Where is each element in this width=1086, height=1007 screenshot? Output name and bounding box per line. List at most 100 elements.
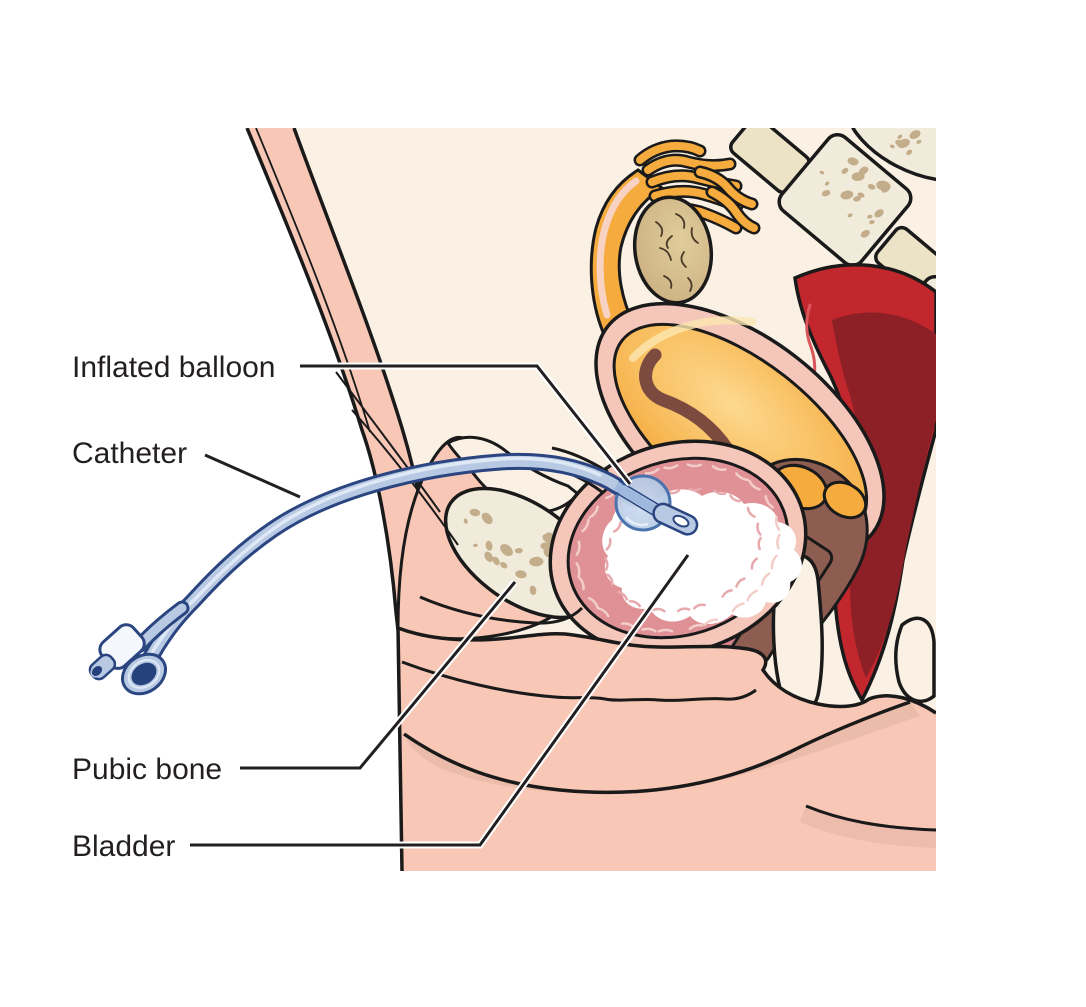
- bladder-ruga: [663, 464, 679, 470]
- ovary-texture: [655, 213, 699, 292]
- bone-speckle: [916, 139, 922, 144]
- bladder-ruga: [713, 489, 727, 496]
- bone-speckle: [500, 562, 508, 569]
- bladder-ruga: [628, 600, 641, 608]
- balloon-highlight: [625, 516, 649, 527]
- bladder-ruga: [776, 533, 781, 550]
- bladder-ruga: [575, 540, 581, 556]
- bladder-ruga: [605, 537, 612, 551]
- bone-speckle: [500, 544, 513, 557]
- bone-speckle: [469, 508, 481, 517]
- fimbria: [636, 141, 704, 164]
- leader-inflated-balloon: [300, 364, 632, 485]
- inflated-balloon-outline: [614, 474, 672, 532]
- bone-speckle: [529, 556, 544, 567]
- leader-catheter: [204, 453, 301, 499]
- label-catheter: Catheter: [72, 437, 187, 470]
- bone-speckle: [889, 144, 895, 149]
- bladder-ruga: [735, 577, 746, 588]
- bone-speckle: [463, 518, 468, 524]
- bladder-ruga: [735, 472, 749, 482]
- bladder-ruga: [606, 573, 614, 586]
- uterus-sheen: [629, 316, 756, 362]
- bladder-ruga: [750, 557, 759, 570]
- leader-bladder: [190, 554, 690, 847]
- flesh-left-edge: [396, 627, 404, 871]
- bladder-ruga: [641, 627, 657, 633]
- bone-speckle: [858, 166, 869, 175]
- bone-speckle: [874, 209, 884, 218]
- bladder-ruga: [774, 515, 781, 531]
- fimbria: [696, 168, 756, 208]
- catheter-sheen: [149, 456, 602, 656]
- fascia-line: [255, 128, 371, 433]
- bladder-ruga: [746, 589, 759, 602]
- bladder-ruga: [688, 623, 704, 630]
- buttock-crease: [805, 804, 936, 832]
- bone-speckle: [867, 184, 876, 190]
- skin-fold: [401, 660, 757, 702]
- bone-speckle: [481, 512, 493, 525]
- label-bladder: Bladder: [72, 830, 175, 863]
- pelvic-floor: [894, 616, 936, 703]
- bone-speckle: [492, 556, 500, 566]
- bone-speckle: [484, 551, 494, 562]
- bladder-ruga: [756, 522, 762, 536]
- bone-speckle: [895, 139, 904, 147]
- bone-speckle: [514, 547, 523, 554]
- bone-speckle: [841, 167, 849, 174]
- flesh-top-outline: [397, 626, 936, 715]
- bladder-ruga: [604, 557, 609, 571]
- thigh-crease: [403, 700, 911, 795]
- flesh-block: [398, 628, 936, 871]
- bladder-ruga: [644, 467, 660, 475]
- perineum-flesh: [396, 595, 936, 871]
- muscle-line: [335, 371, 441, 513]
- bladder-ruga: [770, 554, 778, 570]
- label-pubic-bone: Pubic bone: [72, 753, 222, 786]
- bladder-ruga: [581, 518, 590, 533]
- bladder-ruga: [657, 628, 674, 633]
- bone-speckle: [897, 134, 903, 139]
- bone-speckle: [867, 214, 873, 219]
- bladder-ruga: [577, 575, 585, 591]
- bladder-ruga: [703, 618, 719, 626]
- bladder-ruga: [746, 506, 756, 518]
- bone-speckle: [847, 213, 853, 218]
- drainage-opening-ring: [127, 659, 161, 689]
- bladder-ruga: [692, 603, 706, 610]
- leader-pubic-bone: [240, 581, 517, 770]
- bladder-ruga: [596, 606, 610, 618]
- valve-opening: [90, 664, 104, 678]
- bladder-ruga: [729, 494, 742, 503]
- bladder-ruga: [617, 591, 629, 601]
- fimbria: [644, 156, 734, 174]
- catheter-eye: [672, 514, 690, 528]
- bladder-ruga: [652, 607, 666, 613]
- bone-speckle: [540, 542, 551, 550]
- bladder-ruga: [760, 572, 771, 586]
- bladder-ruga: [731, 602, 745, 613]
- bone-speckle: [909, 130, 921, 140]
- bone-speckle: [485, 540, 493, 551]
- cervix-lobe: [822, 480, 868, 520]
- label-inflated-balloon: Inflated balloon: [72, 351, 276, 384]
- bone-speckle: [847, 157, 859, 166]
- ovary: [632, 195, 714, 305]
- bladder-ruga: [575, 562, 581, 578]
- foley-catheter: [88, 452, 699, 696]
- bone-speckle: [821, 190, 831, 197]
- bone-speckle: [868, 220, 875, 225]
- bone-speckle: [857, 192, 865, 198]
- fimbriae-over-ovary: [693, 165, 761, 235]
- bladder-ruga: [757, 536, 762, 551]
- skin-fold: [419, 595, 584, 625]
- bone-speckle: [860, 229, 870, 238]
- fallopian-tube: [589, 139, 744, 337]
- bladder-ruga: [676, 607, 691, 613]
- bladder-ruga: [686, 463, 703, 468]
- bone-speckle: [529, 585, 537, 596]
- tube-highlight: [596, 177, 640, 319]
- bone-speckle: [824, 181, 830, 186]
